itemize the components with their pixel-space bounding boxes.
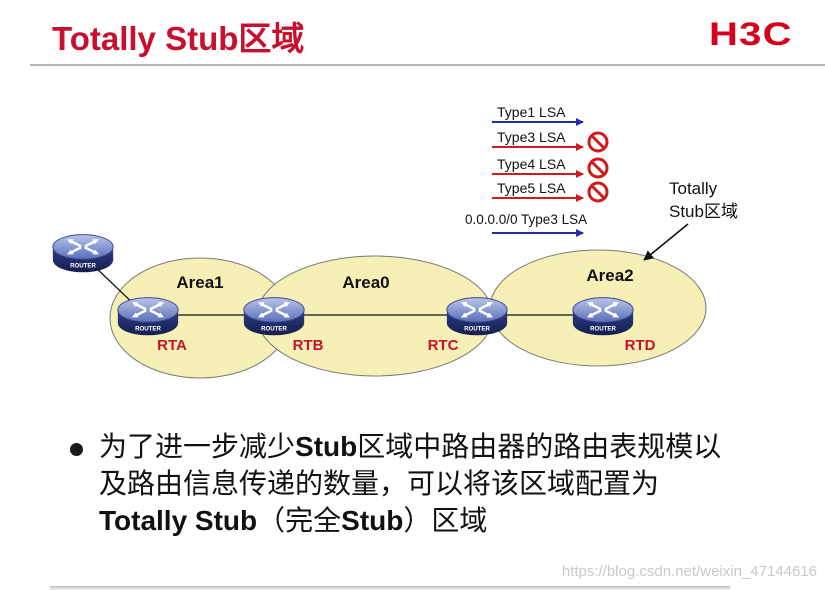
bullet-dot <box>70 443 83 456</box>
bottom-bar <box>50 586 730 590</box>
blocked-icon <box>587 181 609 203</box>
h3c-logo: H3C <box>709 16 793 52</box>
bullet-segment-bold: Stub <box>341 505 404 536</box>
router-top <box>51 233 115 274</box>
lsa-legend: Type1 LSA Type3 LSA Type4 LSA Type5 LSA … <box>465 104 609 237</box>
callout-arrow <box>643 223 689 261</box>
lsa-label-type3: Type3 LSA <box>497 129 566 145</box>
router-rtd <box>571 296 635 337</box>
router-rtc <box>445 296 509 337</box>
bullet-segment-bold: Stub <box>295 431 358 462</box>
lsa-label-type1: Type1 LSA <box>497 104 566 120</box>
area2-label: Area2 <box>586 266 633 285</box>
bullet-segment: （完全 <box>257 504 342 537</box>
area1-label: Area1 <box>176 273 223 292</box>
bullet-segment: 区域中路由器的路由表规模以及路由信息传递的数量，可以将该区域配置为 <box>99 430 722 500</box>
lsa-label-default-route: 0.0.0.0/0 Type3 LSA <box>465 212 587 227</box>
router-name-rtd: RTD <box>625 337 656 354</box>
watermark: https://blog.csdn.net/weixin_47144616 <box>561 563 817 580</box>
bullet-text: 为了进一步减少Stub区域中路由器的路由表规模以及路由信息传递的数量，可以将该区… <box>99 428 739 539</box>
router-name-rtc: RTC <box>428 337 459 354</box>
slide-title: Totally Stub区域 <box>52 20 305 57</box>
bullet-segment-bold: Totally Stub <box>99 505 258 536</box>
callout-line2: Stub区域 <box>669 202 738 221</box>
area0-label: Area0 <box>342 273 389 292</box>
router-name-rtb: RTB <box>293 337 324 354</box>
callout-line1: Totally <box>669 179 718 198</box>
bullet-segment: ）区域 <box>403 504 488 537</box>
blocked-icon <box>587 157 609 179</box>
lsa-label-type5: Type5 LSA <box>497 180 566 196</box>
blocked-icon <box>587 131 609 153</box>
bullet-segment: 为了进一步减少 <box>99 430 296 463</box>
router-name-rta: RTA <box>157 337 187 354</box>
router-rta <box>116 296 180 337</box>
title-divider <box>30 64 825 66</box>
ospf-area-diagram: ROUTER Area1 Area0 Area2 RTA RTB RTC RTD… <box>51 104 738 379</box>
router-rtb <box>242 296 306 337</box>
lsa-label-type4: Type4 LSA <box>497 156 566 172</box>
